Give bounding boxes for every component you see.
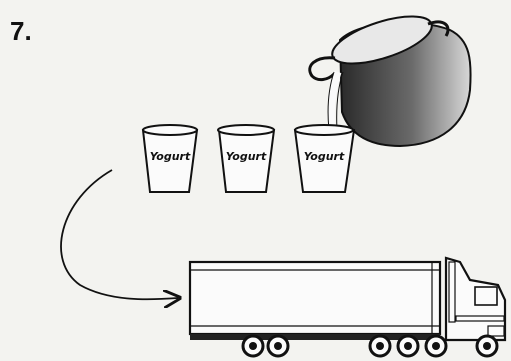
truck-wheel (477, 336, 497, 356)
yogurt-cup-label: Yogurt (150, 150, 191, 163)
yogurt-cup-label: Yogurt (226, 150, 267, 163)
truck-wheel (426, 336, 446, 356)
truck-wheel (398, 336, 418, 356)
yogurt-cup-label: Yogurt (304, 150, 345, 163)
yogurt-cup: Yogurt (143, 125, 197, 192)
delivery-truck (190, 258, 505, 356)
yogurt-cup: Yogurt (218, 125, 274, 192)
yogurt-cup: Yogurt (295, 125, 354, 192)
truck-wheel (268, 336, 288, 356)
truck-wheel (243, 336, 263, 356)
truck-wheel (370, 336, 390, 356)
